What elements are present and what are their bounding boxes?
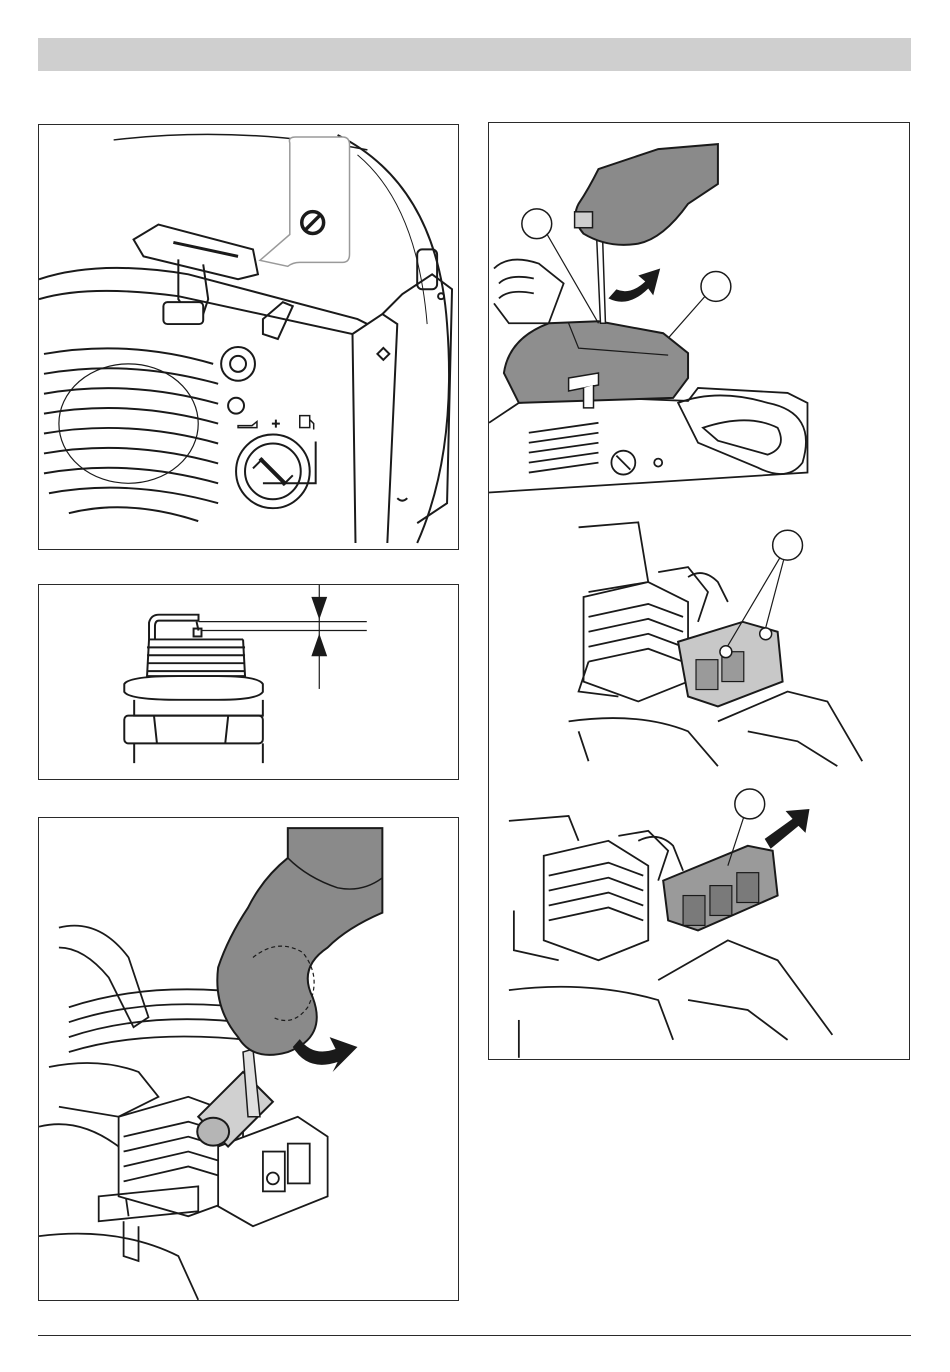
glove-illustration xyxy=(576,144,718,245)
spark-plug-illustration xyxy=(39,585,458,779)
gap-arrow-down-icon xyxy=(311,597,327,620)
wrench-illustration xyxy=(39,818,458,1300)
fuel-icon xyxy=(300,416,314,430)
figure-starter-fuel-cap xyxy=(38,124,459,550)
oil-icon xyxy=(238,422,257,428)
header-bar xyxy=(38,38,911,71)
footer-rule xyxy=(38,1335,911,1336)
lift-arrow-icon xyxy=(765,809,810,849)
starter-illustration xyxy=(39,125,458,549)
figure-air-filter-removal xyxy=(488,122,910,1060)
plus-sign xyxy=(272,420,280,428)
gap-arrow-up-icon xyxy=(311,634,327,657)
figure-spark-plug-wrench xyxy=(38,817,459,1301)
engine-cover xyxy=(504,321,688,403)
callout-2 xyxy=(668,272,731,339)
figure-spark-plug-gap xyxy=(38,584,459,780)
air-filter-illustration xyxy=(489,123,909,1059)
rotate-arrow-icon xyxy=(608,269,660,302)
glove-illustration xyxy=(217,828,382,1055)
